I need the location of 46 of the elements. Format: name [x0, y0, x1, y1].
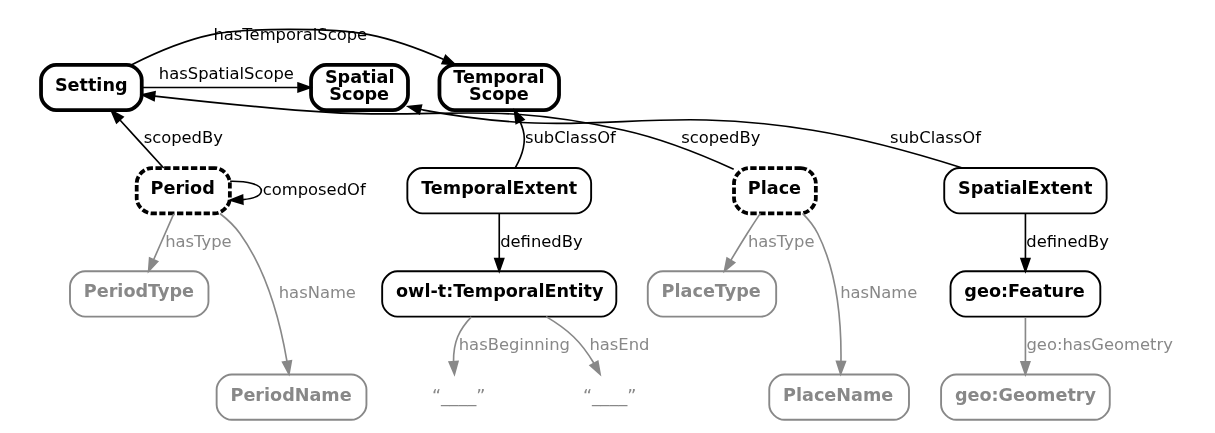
edge-label: hasName: [278, 283, 356, 303]
node-text: “____”: [431, 385, 486, 406]
edge-label: hasTemporalScope: [213, 25, 368, 45]
arrow: [723, 212, 762, 274]
edge-label: hasEnd: [589, 334, 650, 354]
node-box: Temporal Scope: [437, 62, 561, 112]
node-box: Spatial Scope: [309, 62, 410, 112]
arrow: [147, 213, 175, 274]
arrow: [801, 212, 847, 377]
edge-label: hasName: [840, 283, 918, 303]
node-box: PeriodName: [215, 373, 368, 421]
node-box: owl-t:TemporalEntity: [381, 270, 618, 318]
node-box: Setting: [39, 62, 144, 112]
node-box: PlaceName: [768, 373, 910, 421]
node-box: PeriodType: [69, 270, 210, 318]
arrow: [139, 90, 735, 171]
node-box: TemporalExtent: [406, 167, 593, 215]
node-box: Period: [134, 166, 232, 216]
edge-label: geo:hasGeometry: [1026, 334, 1173, 354]
edge-label: hasBeginning: [458, 334, 570, 354]
node-box: PlaceType: [646, 270, 778, 318]
edge-label: definedBy: [1026, 231, 1109, 251]
arrow: [493, 213, 505, 274]
arrow: [227, 180, 263, 206]
edge-label: hasType: [165, 231, 232, 251]
arrow: [405, 104, 964, 169]
edge-label: subClassOf: [524, 128, 616, 148]
edge-label: subClassOf: [889, 128, 981, 148]
arrow: [447, 316, 473, 377]
edge-label: scopedBy: [681, 128, 761, 148]
arrow: [219, 212, 293, 377]
arrow: [1019, 213, 1031, 274]
edge-label: scopedBy: [143, 128, 223, 148]
node-box: geo:Feature: [949, 270, 1102, 318]
edge-label: definedBy: [500, 231, 583, 251]
edge-label: hasType: [747, 231, 815, 251]
edge-label: composedOf: [262, 179, 366, 199]
node-box: Place: [732, 166, 818, 216]
arrow: [141, 81, 314, 94]
node-box: SpatialExtent: [943, 167, 1108, 215]
node-box: geo:Geometry: [940, 373, 1111, 421]
node-text: “____”: [582, 385, 637, 406]
arrow: [1019, 316, 1031, 377]
arrow: [130, 28, 458, 66]
edge-label: hasSpatialScope: [158, 64, 294, 84]
arrow: [545, 315, 602, 377]
